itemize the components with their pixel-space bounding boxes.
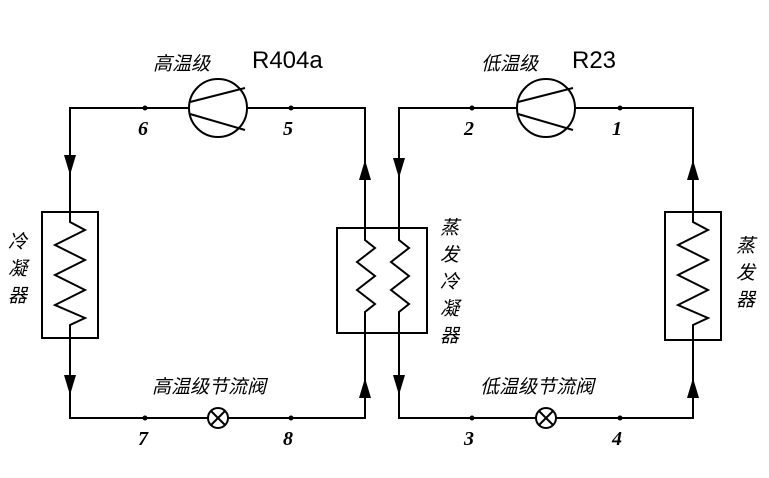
svg-text:冷: 冷 <box>8 231 29 253</box>
flow-arrow-down <box>64 375 76 395</box>
evap-condenser-label: 蒸 发 冷 凝 器 <box>440 217 462 347</box>
point-label-1: 1 <box>612 118 622 140</box>
flow-arrow-up <box>359 378 371 398</box>
high-stage-valve-label: 高温级节流阀 <box>152 376 269 398</box>
svg-text:凝: 凝 <box>8 258 30 280</box>
low-stage-valve-label: 低温级节流阀 <box>480 376 597 398</box>
pipe-8-to-evap-condenser <box>228 333 366 419</box>
svg-text:发: 发 <box>736 262 757 284</box>
flow-arrow-down <box>64 155 76 175</box>
low-stage-refrigerant: R23 <box>572 47 616 74</box>
condenser-icon <box>41 211 99 339</box>
state-point-7 <box>142 415 148 421</box>
state-point-6 <box>142 105 148 111</box>
state-point-8 <box>288 415 294 421</box>
flow-arrow-up <box>687 160 699 180</box>
svg-text:器: 器 <box>440 325 461 347</box>
flow-arrow-up <box>359 160 371 180</box>
high-stage-compressor-icon <box>188 78 248 138</box>
state-point-1 <box>617 105 623 111</box>
high-stage-label: 高温级 <box>153 53 211 75</box>
evaporator-icon <box>664 211 722 341</box>
high-stage-refrigerant: R404a <box>252 47 323 74</box>
point-label-2: 2 <box>463 118 474 140</box>
svg-text:蒸: 蒸 <box>440 217 462 239</box>
svg-text:发: 发 <box>440 244 461 266</box>
low-stage-label: 低温级 <box>481 53 539 75</box>
pipe-2-to-evap-condenser <box>398 107 517 228</box>
svg-text:器: 器 <box>736 289 757 311</box>
point-label-4: 4 <box>611 428 622 450</box>
point-label-8: 8 <box>283 428 293 450</box>
flow-arrow-up <box>687 378 699 398</box>
flow-arrow-down <box>393 158 405 178</box>
state-point-4 <box>617 415 623 421</box>
pipe-6-to-condenser <box>69 107 189 212</box>
point-label-7: 7 <box>138 428 149 450</box>
svg-text:冷: 冷 <box>440 271 461 293</box>
low-stage-throttle-valve-icon <box>535 407 557 429</box>
low-stage-loop <box>393 78 722 429</box>
pipe-evaporator-to-1 <box>575 107 694 212</box>
pipe-evap-condenser-to-3 <box>398 333 536 419</box>
high-stage-loop <box>41 78 371 429</box>
point-label-5: 5 <box>283 118 293 140</box>
state-point-3 <box>469 415 475 421</box>
pipe-evap-condenser-to-5 <box>247 107 366 228</box>
state-point-5 <box>288 105 294 111</box>
point-label-6: 6 <box>138 118 148 140</box>
high-stage-throttle-valve-icon <box>207 407 229 429</box>
svg-text:器: 器 <box>8 285 29 307</box>
condenser-label: 冷 凝 器 <box>8 231 30 307</box>
pipe-condenser-to-7 <box>69 338 208 419</box>
svg-text:蒸: 蒸 <box>736 235 758 257</box>
evap-condenser-icon <box>336 227 428 334</box>
pipe-4-to-evaporator <box>556 340 694 419</box>
state-point-2 <box>469 105 475 111</box>
evaporator-label: 蒸 发 器 <box>736 235 758 311</box>
point-label-3: 3 <box>463 428 474 450</box>
low-stage-compressor-icon <box>516 78 576 138</box>
flow-arrow-down <box>393 375 405 395</box>
svg-text:凝: 凝 <box>440 298 462 320</box>
